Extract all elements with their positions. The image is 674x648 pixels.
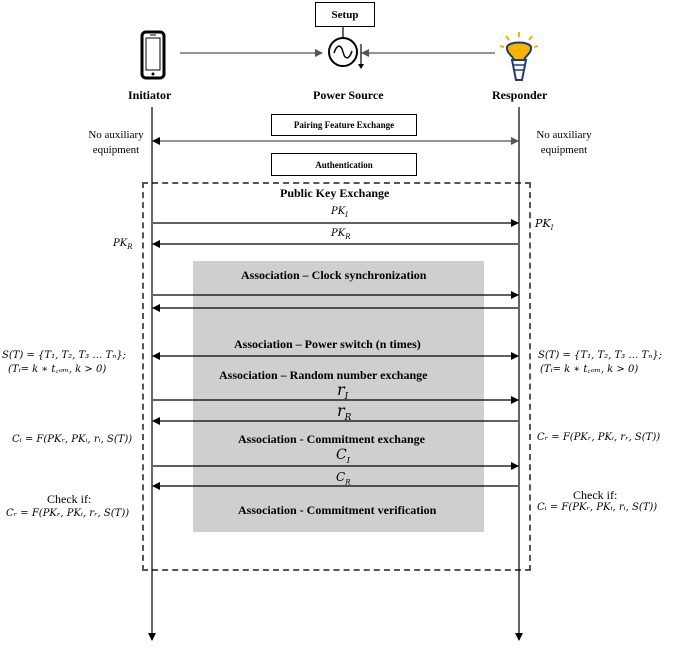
left-ti-formula: (Tᵢ= k ∗ t꜀ₒₘ, k > 0) (8, 364, 107, 375)
authentication-box: Authentication (271, 153, 417, 176)
c-r-label: CR (336, 470, 351, 487)
commitment-exchange-label: Association - Commitment exchange (238, 432, 425, 446)
phone-icon (140, 30, 166, 80)
pk-i-msg-label: PKI (331, 206, 348, 219)
initiator-label: Initiator (128, 88, 172, 102)
power-source-icon (328, 37, 364, 69)
association-region (193, 261, 484, 532)
pk-r-left-label: PKR (113, 238, 133, 251)
responder-label: Responder (492, 88, 548, 102)
random-number-label: Association ‒ Random number exchange (219, 368, 428, 382)
setup-box: Setup (315, 2, 375, 27)
left-set-formula: S(T) = {T₁, T₂, T₃ … Tₙ}; (2, 350, 126, 361)
pairing-box: Pairing Feature Exchange (271, 114, 417, 136)
right-cr-formula: Cᵣ = F(PKᵣ, PKᵢ, rᵣ, S(T)) (537, 432, 661, 443)
clock-sync-label: Association – Clock synchronization (241, 268, 427, 282)
commitment-verification-label: Association - Commitment verification (238, 503, 437, 517)
bulb-icon (499, 32, 539, 81)
r-i-label: rI (337, 380, 349, 403)
public-key-region (142, 182, 531, 571)
public-key-exchange-title: Public Key Exchange (280, 186, 390, 200)
pk-i-right-label: PKI (535, 217, 554, 233)
right-set-formula: S(T) = {T₁, T₂, T₃ … Tₙ}; (538, 350, 662, 361)
r-r-label: rR (337, 401, 352, 424)
power-source-label: Power Source (313, 88, 384, 102)
power-switch-label: Association – Power switch (n times) (234, 337, 421, 351)
right-check-formula: Cᵢ = F(PKᵣ, PKᵢ, rᵢ, S(T)) (537, 502, 658, 513)
right-ti-formula: (Tᵢ= k ∗ t꜀ₒₘ, k > 0) (540, 364, 639, 375)
c-i-label: CI (336, 447, 350, 465)
pk-r-msg-label: PKR (331, 228, 351, 241)
left-check-formula: Cᵣ = F(PKᵣ, PKᵢ, rᵣ, S(T)) (6, 508, 130, 519)
right-check-label: Check if: (573, 488, 618, 502)
left-check-label: Check if: (47, 492, 92, 506)
left-ci-formula: Cᵢ = F(PKᵣ, PKᵢ, rᵢ, S(T)) (12, 434, 133, 445)
